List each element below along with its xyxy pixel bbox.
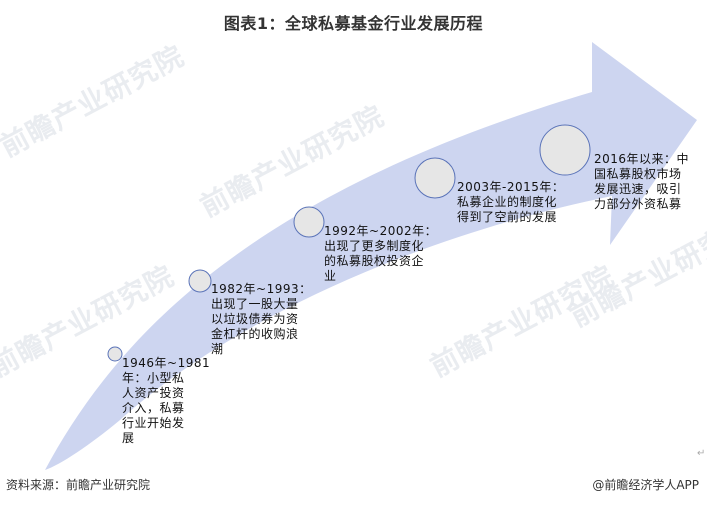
chart-title: 图表1：全球私募基金行业发展历程: [223, 14, 484, 33]
milestone-circle-2003: [414, 157, 456, 199]
milestone-text-1992: 1992年~2002年： 出现了更多制度化 的私募股权投资企 业: [324, 224, 438, 283]
milestone-circle-2016: [539, 124, 591, 176]
source-note: 资料来源：前瞻产业研究院: [6, 478, 151, 492]
brand-credit: @前瞻经济学人APP: [592, 478, 699, 492]
milestone-circle-1946: [107, 346, 123, 362]
return-icon: ↵: [697, 448, 706, 459]
milestone-circle-1982: [188, 269, 212, 293]
milestone-text-1946: 1946年~1981 年：小型私 人资产投资 介入，私募 行业开始发 展: [122, 356, 211, 445]
milestone-text-1982: 1982年~1993： 出现了一股大量 以垃圾债券为资 金杠杆的收购浪 潮: [211, 282, 312, 356]
curved-arrow-shape: [45, 42, 697, 470]
milestone-text-2016: 2016年以来：中 国私募股权市场 发展迅速，吸引 力部分外资私募: [594, 152, 690, 211]
milestone-text-2003: 2003年-2015年： 私募企业的制度化 得到了空前的发展: [457, 180, 565, 224]
milestone-circle-1992: [293, 206, 325, 238]
